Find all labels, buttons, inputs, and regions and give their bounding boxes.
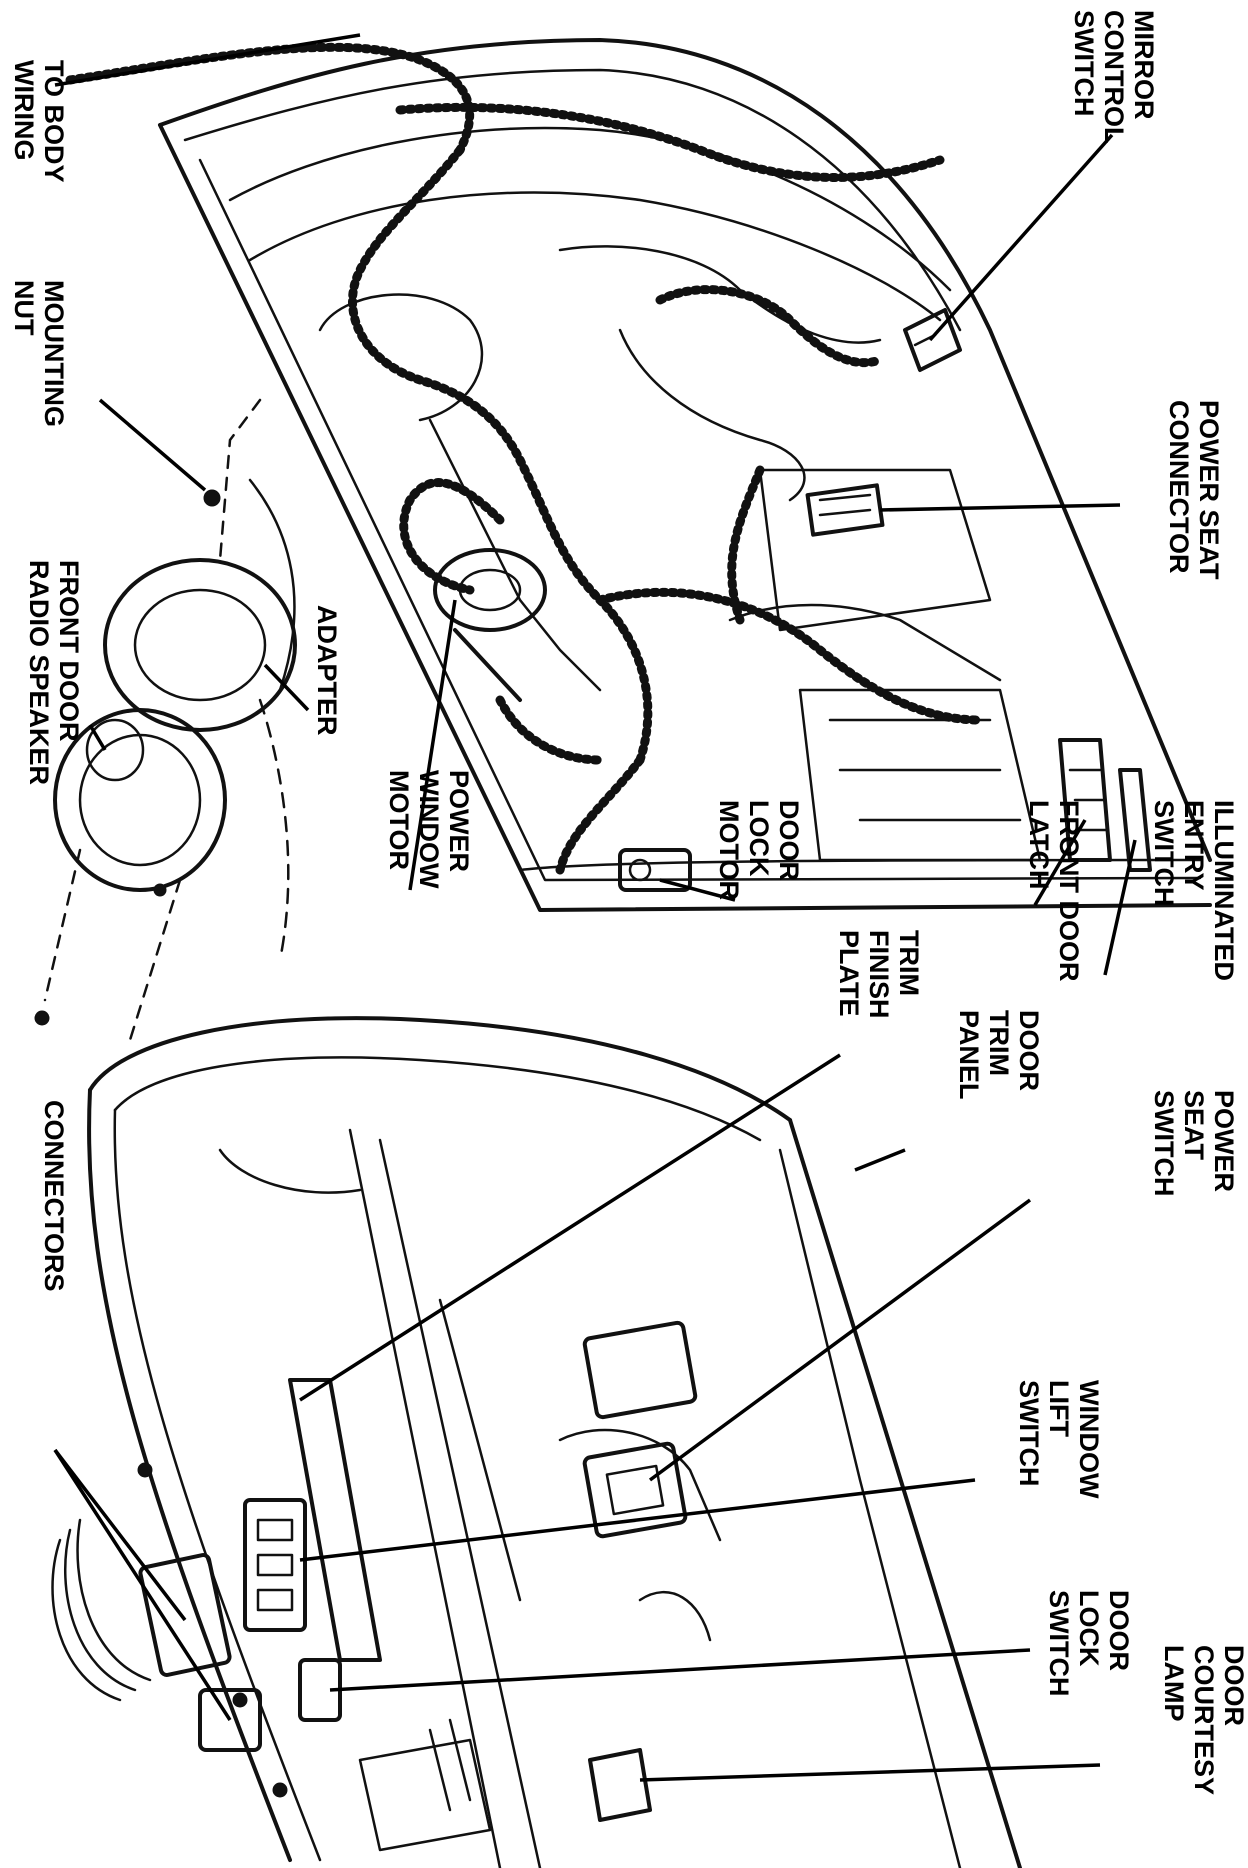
label-line: WIRING (9, 60, 39, 161)
label-line: ADAPTER (312, 605, 342, 736)
speaker-assembly (34, 398, 297, 1042)
label-line: POWER (444, 770, 474, 872)
label-line: ILLUMINATED (1209, 800, 1239, 981)
label-line: MIRROR (1129, 10, 1159, 120)
door-trim-panel-part (87, 1016, 1022, 1868)
label-connectors: CONNECTORS (39, 1100, 69, 1292)
label-line: SWITCH (1149, 1090, 1179, 1196)
label-line: SWITCH (1149, 800, 1179, 906)
label-line: PLATE (834, 930, 864, 1017)
power-seat-connector-part (805, 483, 885, 537)
label-line: SWITCH (1069, 10, 1099, 116)
label-line: ENTRY (1179, 800, 1209, 891)
label-line: DOOR (1104, 1590, 1134, 1671)
label-line: FINISH (864, 930, 894, 1019)
mounting-nut-part (203, 489, 221, 507)
label-line: NUT (9, 280, 39, 336)
trim-finish-plate-part (288, 1378, 382, 1662)
power-seat-switch-part (582, 1320, 698, 1539)
label-line: COURTESY (1189, 1645, 1219, 1795)
label-line: POWER SEAT (1194, 400, 1224, 580)
label-line: PANEL (954, 1010, 984, 1100)
label-line: WINDOW (1074, 1380, 1104, 1499)
door-inner-shell (158, 38, 1212, 912)
label-line: LOCK (1074, 1590, 1104, 1667)
label-line: MOUNTING (39, 280, 69, 427)
wiring-harness (65, 42, 985, 875)
power-window-motor-part (433, 548, 547, 702)
label-line: MOTOR (714, 800, 744, 900)
label-line: CONNECTOR (1164, 400, 1194, 574)
label-line: WINDOW (414, 770, 444, 889)
label-line: RADIO SPEAKER (24, 560, 54, 785)
label-line: TRIM (894, 930, 924, 996)
leader-lines (53, 33, 1137, 1782)
label-line: DOOR (1219, 1645, 1248, 1726)
label-line: TRIM (984, 1010, 1014, 1076)
front-door-radio-speaker-part (53, 708, 227, 892)
label-line: LAMP (1159, 1645, 1189, 1722)
label-adapter: ADAPTER (312, 605, 342, 736)
label-line: CONTROL (1099, 10, 1129, 143)
label-line: FRONT DOOR (54, 560, 84, 742)
label-line: MOTOR (384, 770, 414, 870)
label-line: LOCK (744, 800, 774, 877)
label-line: CONNECTORS (39, 1100, 69, 1292)
label-line: TO BODY (39, 60, 69, 183)
label-line: SWITCH (1044, 1590, 1074, 1696)
label-line: DOOR (774, 800, 804, 881)
label-line: POWER (1209, 1090, 1239, 1192)
connectors-part (51, 1462, 288, 1798)
label-line: SWITCH (1014, 1380, 1044, 1486)
front-door-latch-part (1058, 738, 1112, 862)
label-line: LIFT (1044, 1380, 1074, 1437)
label-line: DOOR (1014, 1010, 1044, 1091)
adapter-part (103, 558, 297, 732)
label-line: FRONT DOOR (1054, 800, 1084, 982)
mirror-control-switch-part (903, 308, 962, 372)
door-lock-motor-part (618, 848, 692, 892)
window-lift-switch-part (243, 1498, 307, 1632)
label-line: LATCH (1024, 800, 1054, 889)
door-courtesy-lamp-part (588, 1748, 652, 1822)
label-line: SEAT (1179, 1090, 1209, 1161)
illuminated-entry-switch-part (1118, 768, 1152, 872)
